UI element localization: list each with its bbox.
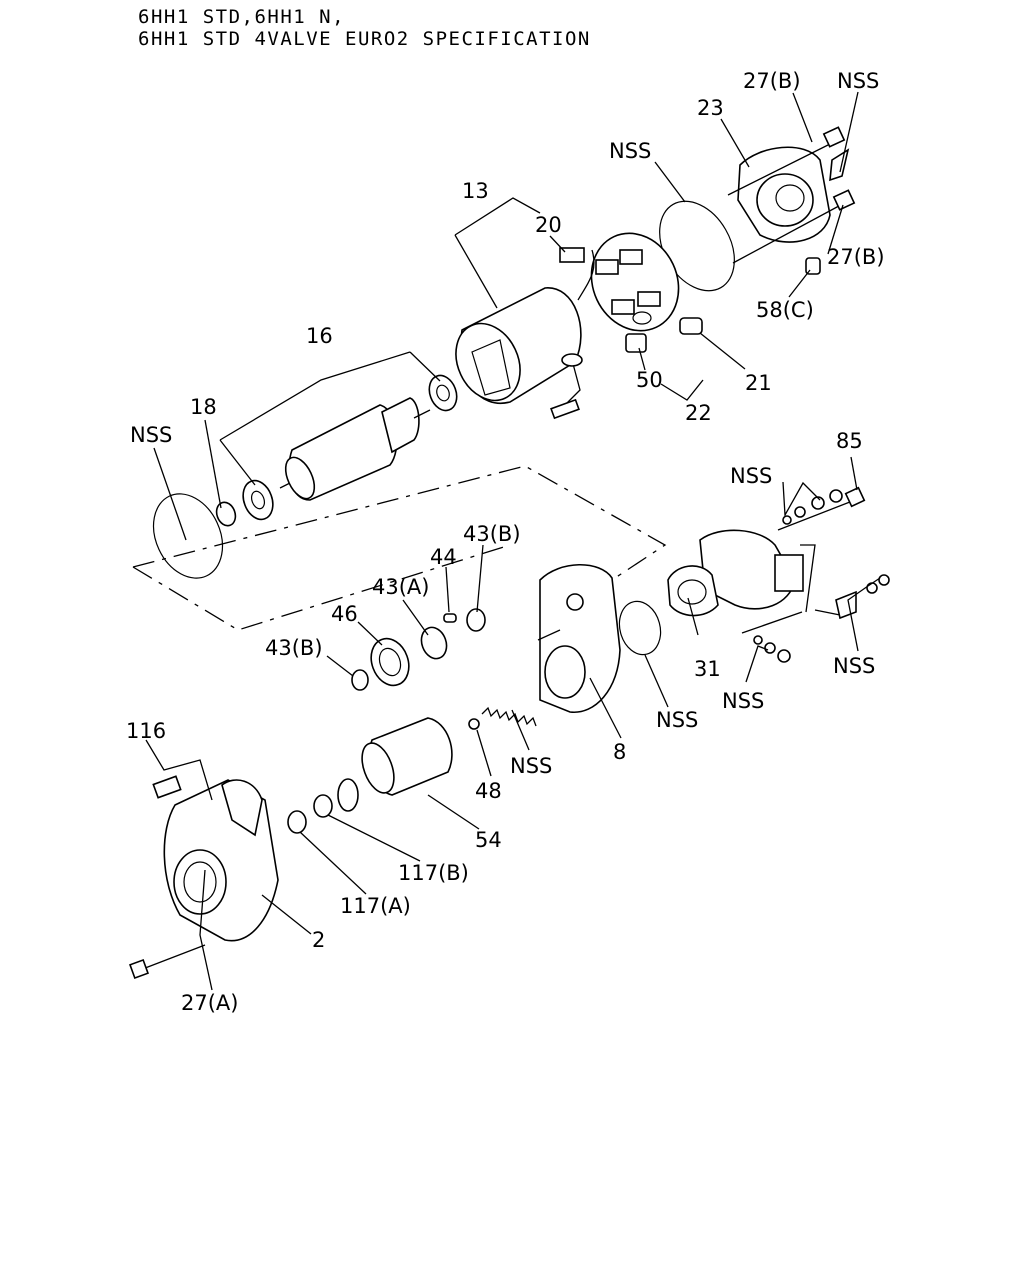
callout-18: 18 [190,395,217,419]
leader-lines [145,91,881,991]
part-gear-46 [370,637,410,687]
callout-nss-nuts-right: NSS [833,654,875,678]
callout-27a: 27(A) [181,991,238,1015]
part-washer-117b [313,794,333,818]
diagram-header: 6HH1 STD,6HH1 N,6HH1 STD 4VALVE EURO2 SP… [138,6,591,50]
part-switch-oring [618,600,662,656]
part-brush-50 [625,333,647,353]
part-pin-44 [443,613,457,623]
part-washer-43b-lower [351,669,369,691]
callout-nss-ring-rear: NSS [609,139,651,163]
part-spring [481,706,537,727]
callout-85: 85 [836,429,863,453]
part-brush-20 [559,247,585,263]
callout-43a: 43(A) [372,575,429,599]
part-bolt-27a [129,959,149,979]
callout-27b-right: 27(B) [827,245,885,269]
part-drive-housing [537,563,621,713]
part-clutch-43a [420,626,448,660]
part-bearing-front [242,479,274,521]
callout-nss-top: NSS [837,69,879,93]
callout-46: 46 [331,602,358,626]
callout-16: 16 [306,324,333,348]
callout-20: 20 [535,213,562,237]
part-bolt-116 [152,775,182,799]
callout-2: 2 [312,928,325,952]
callout-21: 21 [745,371,772,395]
part-magnetic-switch [667,486,890,663]
part-bolt-85 [844,486,866,508]
part-washer-18 [215,501,237,527]
callout-23: 23 [697,96,724,120]
callout-nss-ring-front: NSS [130,423,172,447]
callout-8: 8 [613,740,626,764]
callout-nss-washers: NSS [730,464,772,488]
callout-27b-top: 27(B) [743,69,801,93]
callout-31: 31 [694,657,721,681]
callout-nss-nuts-lower: NSS [722,689,764,713]
callout-nss-spring: NSS [510,754,552,778]
part-front-oring [152,493,224,579]
part-front-bracket [129,775,279,979]
header-line-1: 6HH1 STD,6HH1 N, [138,6,346,28]
part-washer-117a [287,810,307,834]
header-line-2: 6HH1 STD 4VALVE EURO2 SPECIFICATION [138,28,591,50]
callout-13: 13 [462,179,489,203]
callout-48: 48 [475,779,502,803]
part-gear-train [351,608,486,691]
callout-54: 54 [475,828,502,852]
part-brush-holder [559,232,703,353]
callout-116: 116 [126,719,166,743]
callout-43b-upper: 43(B) [463,522,521,546]
part-pinion [287,717,453,834]
part-ball-48 [468,718,480,730]
callout-labels: 27(B) NSS 23 NSS 13 20 27(B) 58(C) 16 21… [126,69,885,1015]
part-washer-43b-upper [466,608,486,632]
callout-50: 50 [636,368,663,392]
callout-43b-lower: 43(B) [265,636,323,660]
assembly-guide-line [132,465,667,631]
callout-22: 22 [685,401,712,425]
callout-nss-oring: NSS [656,708,698,732]
callout-44: 44 [430,545,457,569]
part-armature [215,374,458,527]
callout-117b: 117(B) [398,861,469,885]
callout-117a: 117(A) [340,894,411,918]
part-brush-21 [679,317,703,335]
part-bearing-rear [428,374,458,412]
part-yoke [455,249,595,420]
callout-58c: 58(C) [756,298,814,322]
